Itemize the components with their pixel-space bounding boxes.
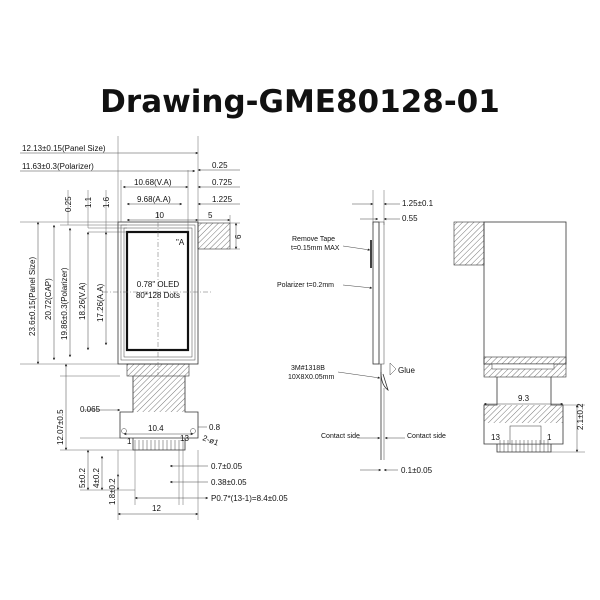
dim-038: 0.38±0.05	[211, 478, 247, 487]
back-pin-1-label: 1	[547, 433, 552, 442]
dim-polarizer-height: 19.86±0.3(Polarizer)	[60, 267, 69, 340]
dim-055: 0.55	[402, 214, 418, 223]
active-area-outline	[125, 230, 190, 352]
fpc-hole-right	[190, 428, 196, 434]
dim-4: 4±0.2	[92, 467, 101, 488]
back-hatched-block	[453, 221, 485, 266]
dim-025-top: 0.25	[212, 161, 228, 170]
dim-panel-height: 23.6±0.15(Panel Size)	[28, 257, 37, 336]
dim-v16: 1.6	[102, 196, 111, 208]
fpc-hatch	[133, 376, 185, 412]
dim-polarizer-width: 11.63±0.3(Polarizer)	[22, 162, 94, 171]
fpc-hole-left	[121, 428, 127, 434]
dim-aa-width: 9.68(A.A)	[137, 195, 171, 204]
dim-08: 0.8	[209, 423, 221, 432]
dim-va-height: 18.26(V.A)	[78, 282, 87, 320]
dim-1225: 1.225	[212, 195, 233, 204]
dim-1207: 12.07±0.5	[56, 409, 65, 445]
drawing-title: Drawing-GME80128-01	[100, 84, 500, 120]
dim-five: 5	[208, 211, 213, 220]
corner-a-label: "A	[176, 238, 185, 247]
oled-dots-label: 80*128 Dots	[136, 291, 180, 300]
tape-3m-label-2: 10X8X0.05mm	[288, 374, 334, 381]
dim-ten: 10	[155, 211, 164, 220]
dim-18: 1.8±0.2	[108, 478, 117, 505]
dim-07: 0.7±0.05	[211, 462, 243, 471]
hatched-block	[197, 222, 231, 250]
back-view: 13 1 9.3 2.1±0.2	[453, 221, 585, 453]
dim-21: 2.1±0.2	[576, 403, 585, 430]
pin-13-label: 13	[180, 434, 189, 443]
dim-5: 5±0.2	[78, 467, 87, 488]
dim-va-width: 10.68(V.A)	[134, 178, 172, 187]
front-view: "A 0.78" OLED 80*128 Dots 12.13±0.15(Pan…	[20, 136, 288, 520]
dim-12: 12	[152, 504, 161, 513]
dim-0725: 0.725	[212, 178, 233, 187]
remove-tape-label-2: t=0.15mm MAX	[291, 245, 340, 252]
dim-104: 10.4	[148, 424, 164, 433]
back-contact-pins	[499, 440, 549, 452]
dim-cap-height: 20.72(CAP)	[44, 278, 53, 320]
fpc-contact-pins	[134, 440, 184, 450]
dim-v11: 1.1	[84, 196, 93, 208]
side-glass	[372, 221, 380, 365]
dim-93: 9.3	[518, 394, 530, 403]
back-panel-outline	[483, 221, 567, 365]
oled-size-label: 0.78" OLED	[137, 280, 180, 289]
side-cap	[378, 221, 385, 365]
back-pin-13-label: 13	[491, 433, 500, 442]
side-view: 1.25±0.1 0.55 0.1±0.05 Remove Tape t=0.1…	[277, 190, 446, 475]
dim-six: 6	[234, 234, 243, 239]
dim-0065: 0.065	[80, 405, 101, 414]
dim-pitch: P0.7*(13-1)=8.4±0.05	[211, 494, 288, 503]
fpc-bond-area	[126, 363, 190, 377]
pin-1-label: 1	[127, 437, 132, 446]
dim-aa-height: 17.26(A.A)	[96, 283, 105, 322]
remove-tape-label-1: Remove Tape	[292, 236, 335, 243]
dim-01: 0.1±0.05	[401, 466, 433, 475]
tape-3m-label-1: 3M#1318B	[291, 365, 325, 372]
dim-panel-width: 12.13±0.15(Panel Size)	[22, 144, 106, 153]
contact-side-left: Contact side	[321, 433, 360, 440]
fpc-tail-outline	[119, 376, 199, 439]
contact-side-right: Contact side	[407, 433, 446, 440]
dim-v025: 0.25	[64, 196, 73, 212]
dim-125: 1.25±0.1	[402, 199, 434, 208]
glue-label: Glue	[398, 366, 415, 375]
polarizer-label: Polarizer t=0.2mm	[277, 282, 334, 289]
dim-hole: 2-ø1	[201, 433, 220, 447]
